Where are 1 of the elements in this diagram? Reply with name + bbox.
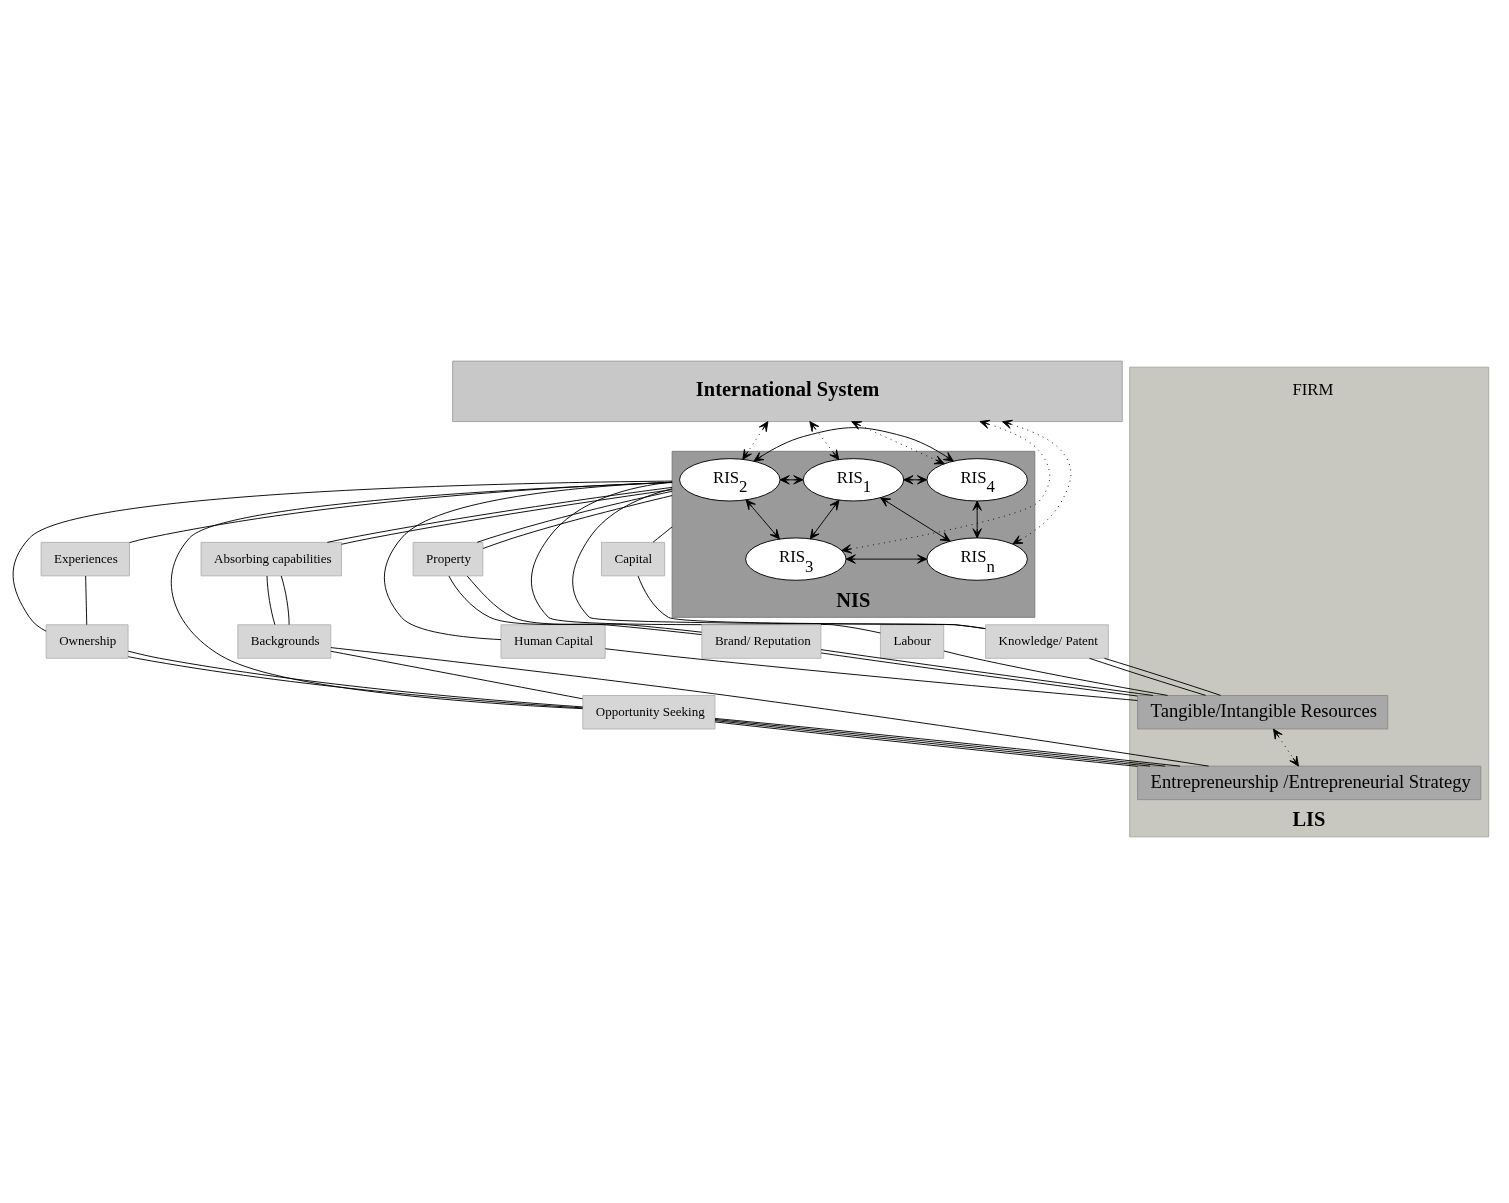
label: FIRM: [1292, 379, 1334, 399]
